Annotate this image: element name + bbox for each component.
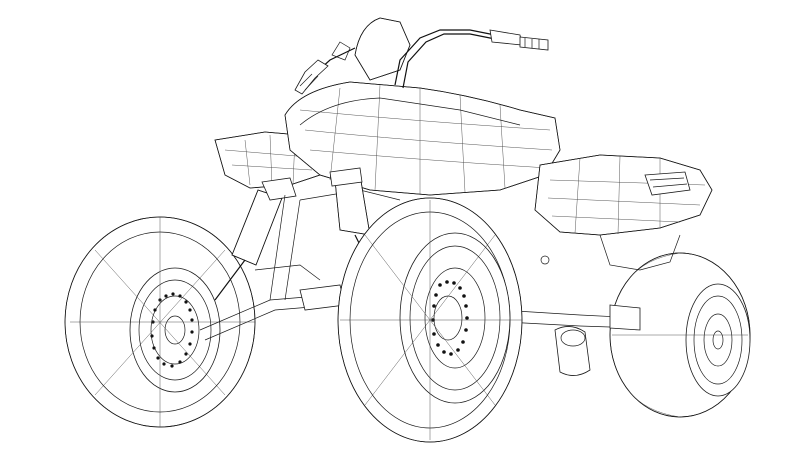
atv-body [214, 81, 713, 271]
frame [199, 189, 641, 376]
front-shock-absorber [329, 167, 371, 266]
front-right-wheel [609, 252, 751, 418]
rear-left-wheel [64, 216, 256, 428]
reference-marker-icon [540, 255, 550, 265]
handlebars [294, 17, 549, 95]
front-left-wheel [337, 197, 523, 443]
rear-shock-absorber [214, 177, 297, 301]
